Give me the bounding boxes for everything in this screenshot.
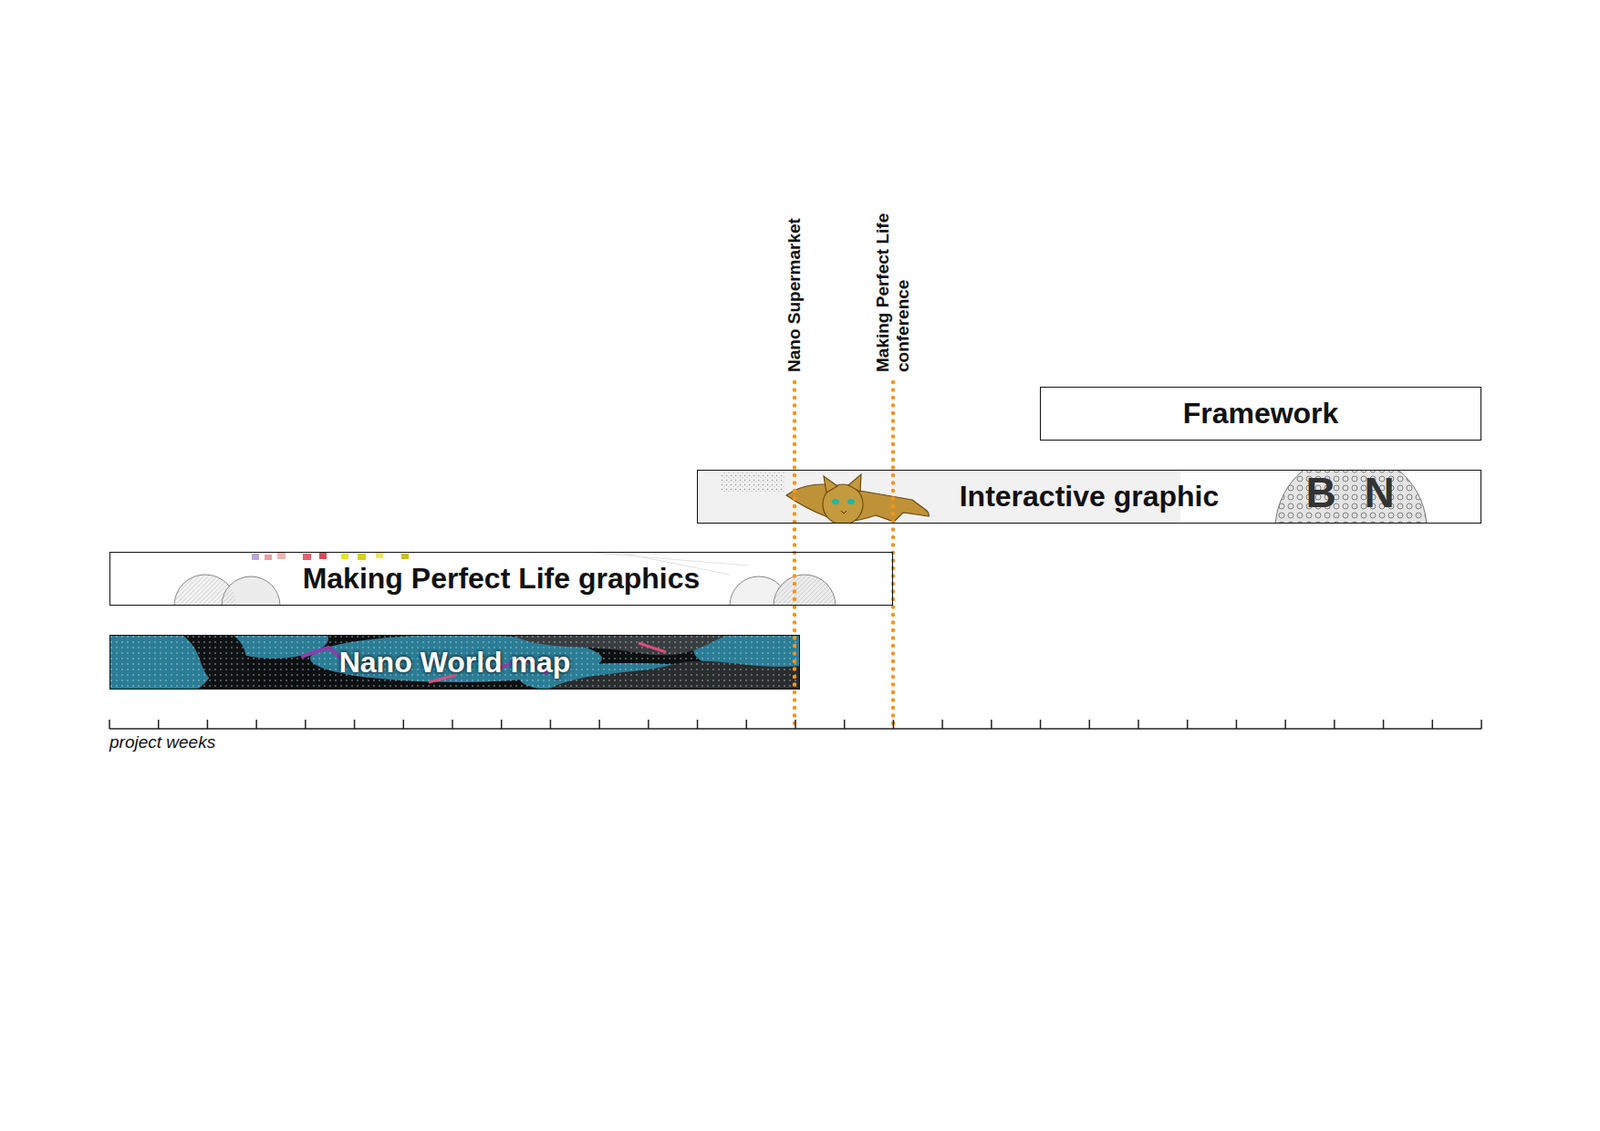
- globe-letter: B: [1305, 469, 1336, 517]
- bar-label: Nano World map: [339, 645, 572, 680]
- bar-label: Making Perfect Life graphics: [302, 561, 701, 596]
- sphere-illustrations: [174, 552, 836, 606]
- globe-letter: N: [1363, 469, 1394, 517]
- bar-label: Framework: [1183, 396, 1340, 431]
- task-bar: Nano World map: [109, 634, 800, 690]
- interactive-illustration: [696, 469, 1427, 524]
- map-texture: [109, 634, 800, 690]
- axis-label: project weeks: [109, 733, 216, 753]
- bar-label: Interactive graphic: [959, 479, 1220, 514]
- cat-figure: [786, 474, 929, 524]
- axis-ticks: [109, 719, 1482, 729]
- milestone-label: Making Perfect Life conference: [872, 189, 914, 373]
- task-bar: Making Perfect Life graphics: [109, 551, 894, 606]
- milestone-label: Nano Supermarket: [784, 218, 805, 373]
- milestone-line: [891, 382, 896, 729]
- task-bar: Interactive graphic: [696, 469, 1482, 524]
- milestone-line: [792, 382, 798, 729]
- task-bar: Framework: [1039, 386, 1482, 441]
